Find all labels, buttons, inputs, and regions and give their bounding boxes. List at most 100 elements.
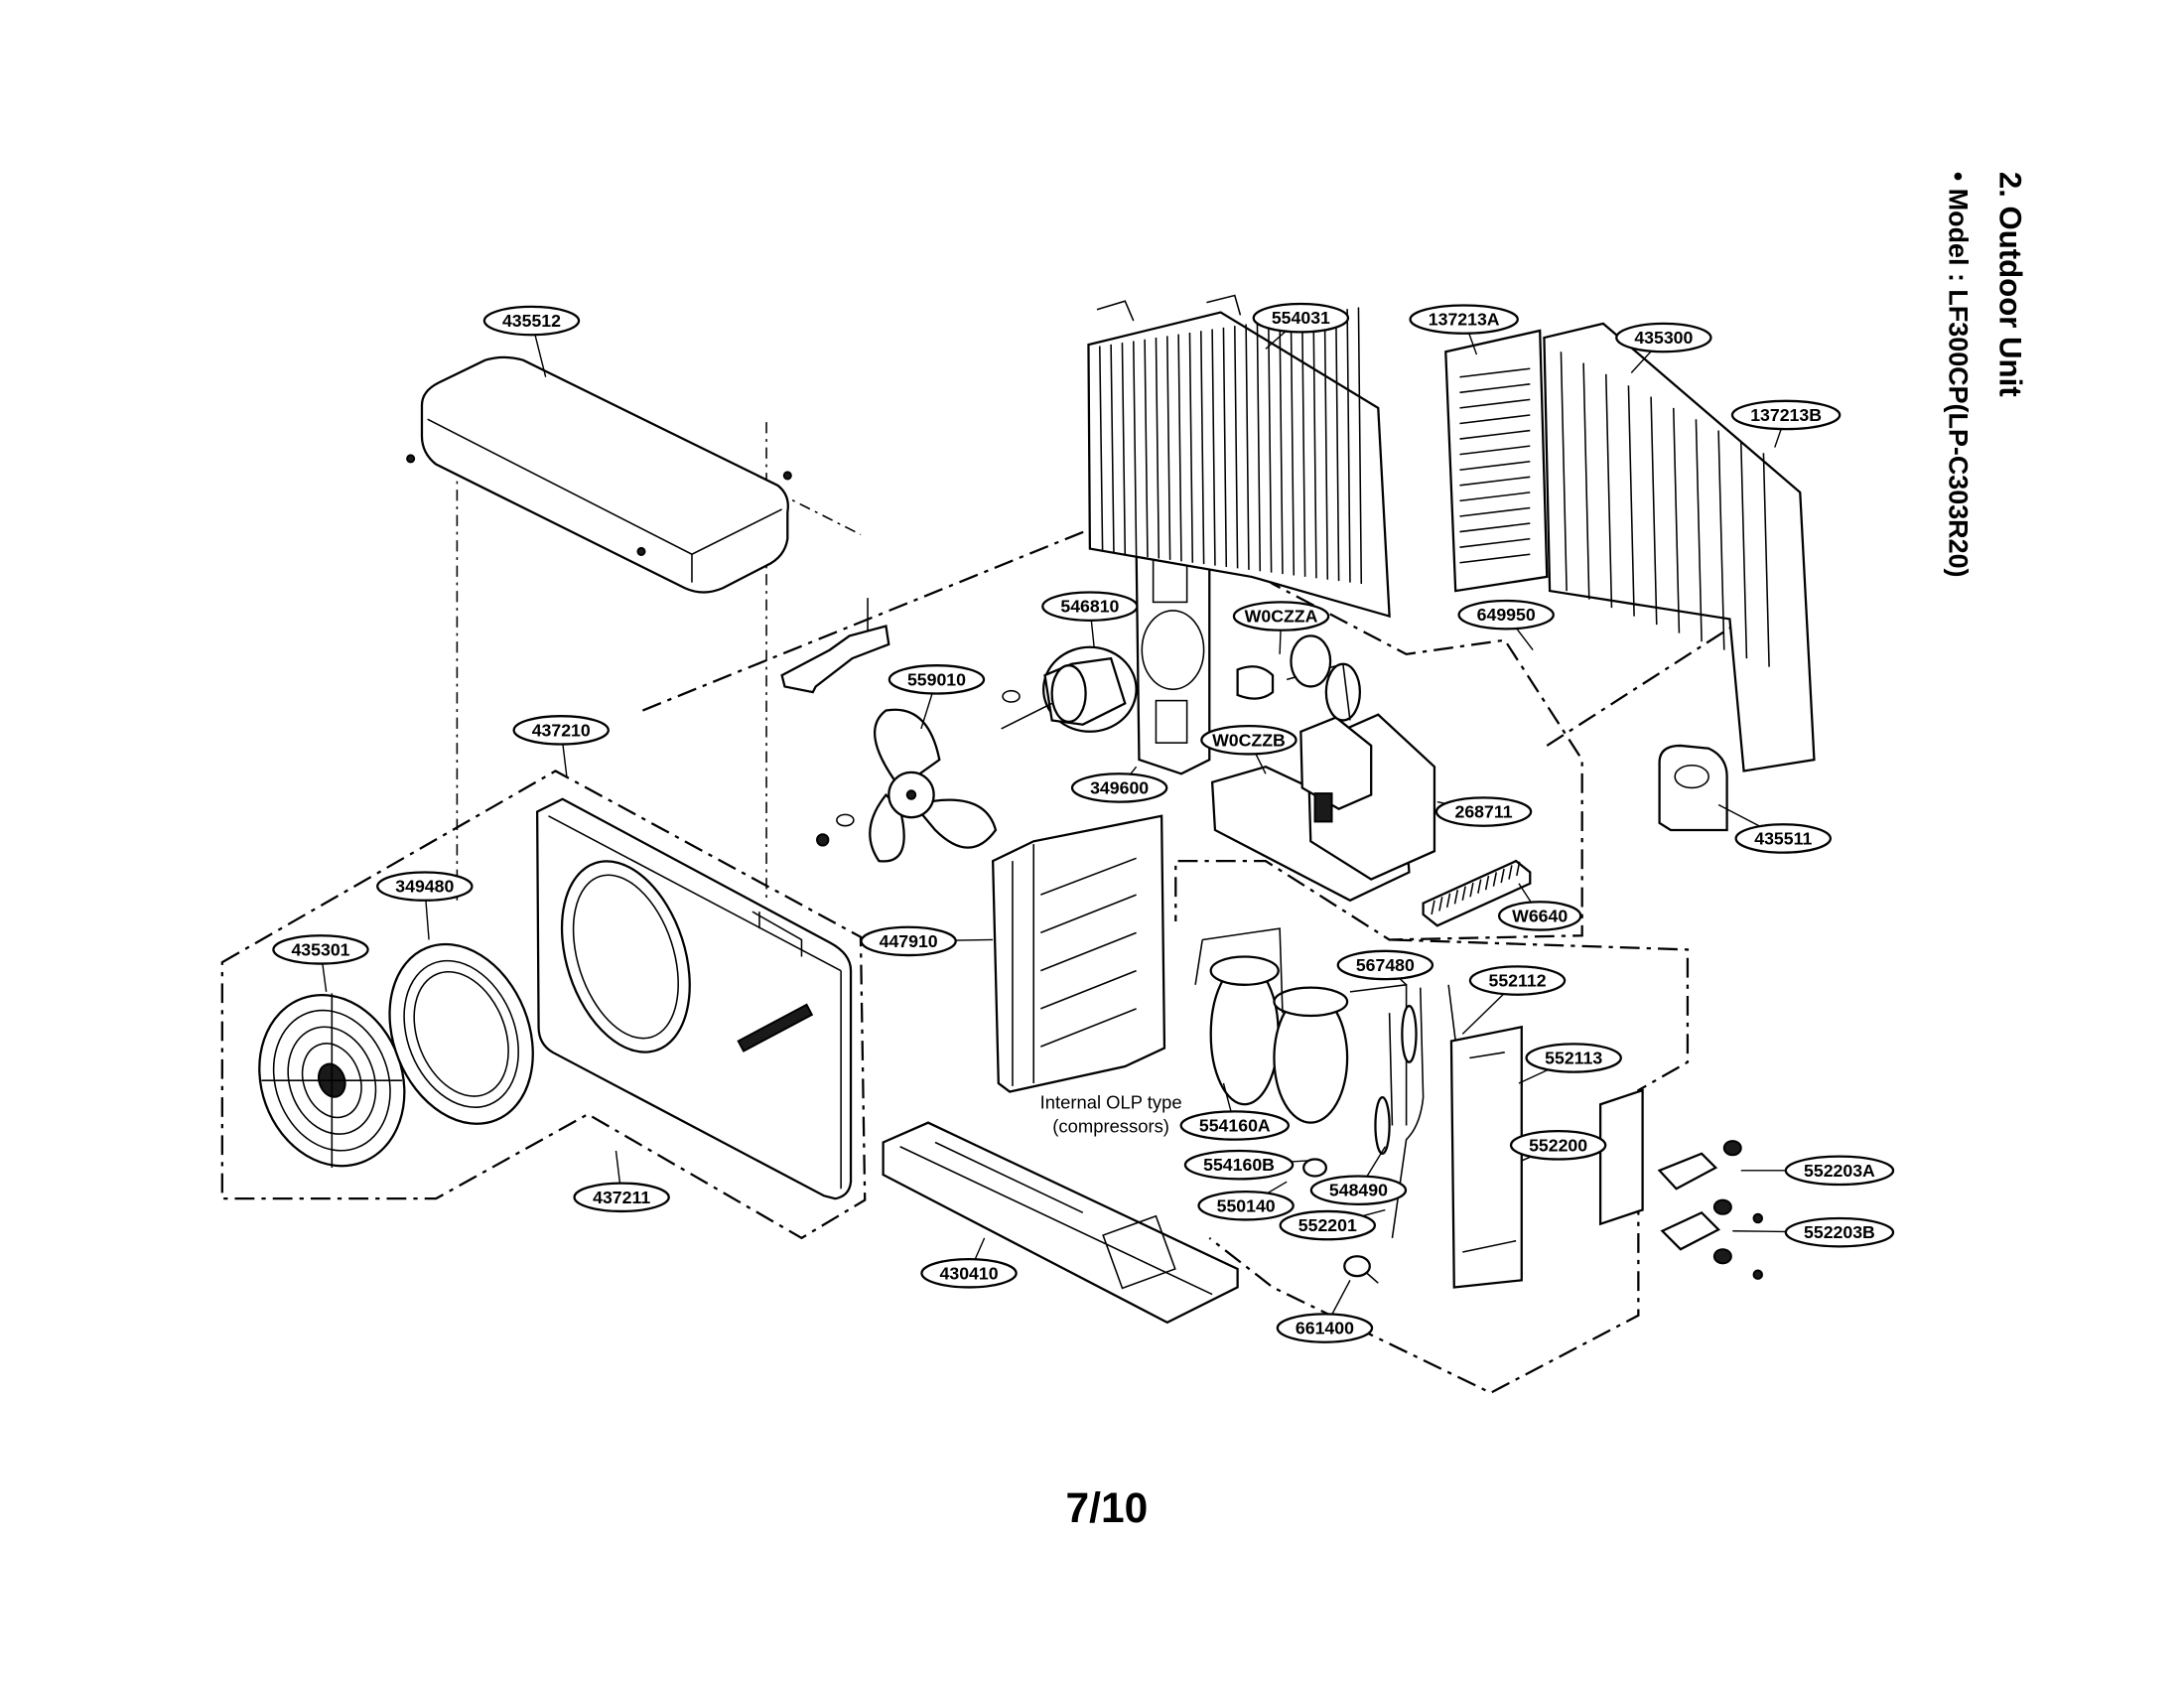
- callout-554160a: 554160A: [1179, 1082, 1291, 1141]
- callout-oval: [920, 1257, 1018, 1289]
- callout-oval: [376, 871, 474, 902]
- callout-label: 546810: [1060, 597, 1119, 617]
- callout-label: 137213A: [1429, 310, 1500, 330]
- callout-oval: [482, 305, 581, 337]
- top-cover: [406, 355, 792, 594]
- callout-oval: [1309, 1175, 1408, 1205]
- callout-label: 554031: [1272, 308, 1330, 328]
- callout-oval: [1336, 949, 1434, 981]
- callout-label: 349480: [395, 877, 454, 897]
- motor-bracket: [780, 598, 890, 694]
- callout-oval: [1252, 302, 1350, 334]
- callout-550140: 550140: [1197, 1181, 1295, 1221]
- callout-oval: [1200, 724, 1297, 756]
- callout-oval: [1232, 601, 1330, 632]
- callout-oval: [1509, 1130, 1607, 1161]
- callout-label: 435300: [1634, 328, 1693, 348]
- callout-oval: [1276, 1313, 1374, 1343]
- callout-label: 552113: [1545, 1048, 1602, 1067]
- callout-552203a: 552203A: [1740, 1155, 1895, 1187]
- callout-oval: [1457, 599, 1555, 631]
- callout-546810: 546810: [1041, 591, 1139, 647]
- callout-567480: 567480: [1336, 949, 1434, 986]
- fan-motor: [1001, 645, 1138, 733]
- inner-partition: [991, 814, 1166, 1093]
- olp-note-line2: (compressors): [1052, 1116, 1169, 1137]
- callout-137213b: 137213B: [1730, 399, 1842, 448]
- terminal-block: [1422, 859, 1532, 927]
- callout-268711: 268711: [1434, 796, 1533, 827]
- callout-oval: [1784, 1155, 1895, 1187]
- callout-552201: 552201: [1279, 1208, 1386, 1241]
- base-pan: [882, 1121, 1239, 1325]
- callout-435300: 435300: [1615, 322, 1712, 373]
- callout-oval: [1497, 901, 1582, 931]
- callout-oval: [1734, 823, 1832, 854]
- callout-label: 137213B: [1750, 405, 1822, 425]
- callout-437211: 437211: [573, 1150, 670, 1213]
- callout-435301: 435301: [272, 934, 369, 992]
- callout-554031: 554031: [1252, 302, 1350, 350]
- model-line: • Model : LF300CP(LP-C303R20): [1943, 172, 1973, 578]
- callout-label: W6640: [1512, 906, 1568, 925]
- callout-oval: [860, 925, 957, 957]
- callout-548490: 548490: [1309, 1146, 1408, 1205]
- callout-label: 447910: [880, 931, 938, 951]
- callout-label: 552203A: [1804, 1161, 1875, 1181]
- callout-oval: [272, 934, 369, 965]
- callout-435511: 435511: [1717, 803, 1832, 854]
- callout-552112: 552112: [1461, 965, 1567, 1035]
- callout-label: 349600: [1090, 777, 1149, 797]
- callout-349600: 349600: [1070, 766, 1168, 803]
- callout-label: 435511: [1754, 828, 1812, 848]
- callout-oval: [573, 1182, 670, 1213]
- callout-oval: [1197, 1190, 1295, 1221]
- callout-oval: [1730, 399, 1842, 431]
- callout-437210: 437210: [512, 715, 610, 777]
- callout-447910: 447910: [860, 925, 994, 957]
- callout-oval: [1183, 1149, 1295, 1181]
- callout-label: 559010: [907, 669, 966, 689]
- callout-oval: [1468, 965, 1567, 996]
- callout-oval: [1434, 796, 1533, 827]
- callout-label: W0CZZA: [1245, 607, 1318, 627]
- callout-oval: [887, 664, 986, 695]
- callout-label: 552112: [1489, 971, 1547, 991]
- callout-label: W0CZZB: [1212, 730, 1286, 750]
- callout-w0czza: W0CZZA: [1232, 601, 1330, 654]
- callout-137213a: 137213A: [1409, 304, 1519, 355]
- callout-435512: 435512: [482, 305, 581, 377]
- fan-grille: [258, 993, 406, 1169]
- callout-oval: [1041, 591, 1139, 622]
- callout-349480: 349480: [376, 871, 474, 940]
- callout-label: 430410: [940, 1263, 999, 1283]
- sensor-661400: [1343, 1255, 1379, 1284]
- callout-label: 554160B: [1203, 1155, 1275, 1175]
- callout-label: 554160A: [1199, 1115, 1271, 1135]
- callout-label: 435512: [502, 311, 561, 331]
- callout-label: 268711: [1455, 802, 1513, 822]
- callout-label: 567480: [1356, 955, 1415, 975]
- callout-label: 437211: [593, 1188, 650, 1207]
- callout-oval: [1615, 322, 1712, 353]
- service-valves: [1598, 1088, 1764, 1280]
- callout-552113: 552113: [1518, 1043, 1622, 1084]
- callout-oval: [1179, 1110, 1291, 1141]
- condenser-coil: [1087, 294, 1391, 619]
- callout-label: 661400: [1296, 1319, 1354, 1338]
- callout-label: 437210: [532, 720, 591, 740]
- propeller-fan: [816, 708, 998, 863]
- callout-label: 552203B: [1804, 1222, 1875, 1242]
- callout-oval: [1279, 1209, 1377, 1241]
- control-box: [1210, 634, 1436, 903]
- callout-label: 550140: [1217, 1195, 1276, 1215]
- callout-label: 435301: [291, 939, 349, 959]
- callout-label: 552201: [1298, 1215, 1357, 1235]
- callout-430410: 430410: [920, 1237, 1018, 1289]
- callout-554160b: 554160B: [1183, 1149, 1308, 1181]
- compressor-assembly: [1194, 927, 1408, 1178]
- callout-label: 649950: [1477, 605, 1536, 625]
- header-block: 2. Outdoor Unit • Model : LF300CP(LP-C30…: [1943, 172, 2027, 578]
- callout-649950: 649950: [1457, 599, 1555, 651]
